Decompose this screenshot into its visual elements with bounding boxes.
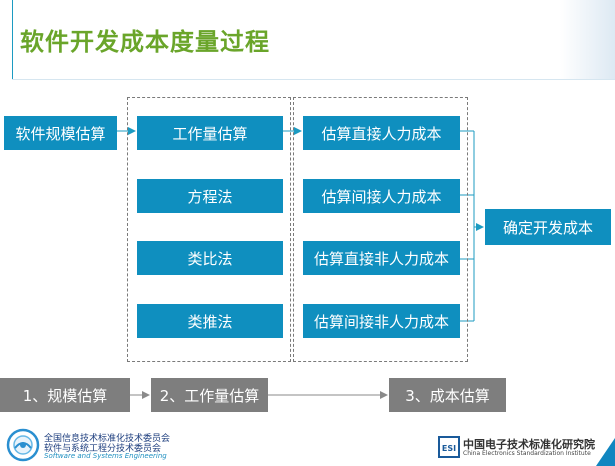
footer-english-name: Software and Systems Engineering [44,452,167,460]
footer-left-org: 全国信息技术标准化技术委员会 软件与系统工程分技术委员会 Software an… [6,428,176,462]
cost-box-direct-nonlabor: 估算直接非人力成本 [303,241,460,275]
cesi-logo-text: ESI [442,444,456,453]
cost-box-indirect-labor: 估算间接人力成本 [303,179,460,213]
method-box-workload: 工作量估算 [137,116,283,150]
method-box-equation: 方程法 [137,179,283,213]
header-accent-line [12,0,13,80]
committee-logo-icon [6,428,40,462]
footer-committee-name: 全国信息技术标准化技术委员会 [44,434,171,444]
header-gradient [560,0,615,80]
page-title: 软件开发成本度量过程 [20,28,270,56]
determine-cost-box: 确定开发成本 [485,209,611,245]
method-box-inference: 类推法 [137,304,283,338]
cost-box-direct-labor: 估算直接人力成本 [303,116,460,150]
method-box-analogy: 类比法 [137,241,283,275]
footer-institute-english: China Electronics Standardization Instit… [463,450,591,457]
footer-institute-name: 中国电子技术标准化研究院 [463,438,595,451]
cost-group-frame [293,97,468,362]
footer-right-org: ESI 中国电子技术标准化研究院 China Electronics Stand… [438,436,598,462]
step-2-box: 2、工作量估算 [151,378,268,412]
header-divider [12,79,615,80]
corner-accent [596,438,615,466]
cesi-logo-icon: ESI [438,436,460,458]
method-group-frame [127,97,291,362]
footer-subcommittee-name: 软件与系统工程分技术委员会 [44,444,162,454]
step-3-box: 3、成本估算 [389,378,506,412]
software-size-estimation-box: 软件规模估算 [4,116,117,150]
step-1-box: 1、规模估算 [0,378,130,412]
header-bar: 软件开发成本度量过程 [0,0,615,80]
cost-box-indirect-nonlabor: 估算间接非人力成本 [303,304,460,338]
